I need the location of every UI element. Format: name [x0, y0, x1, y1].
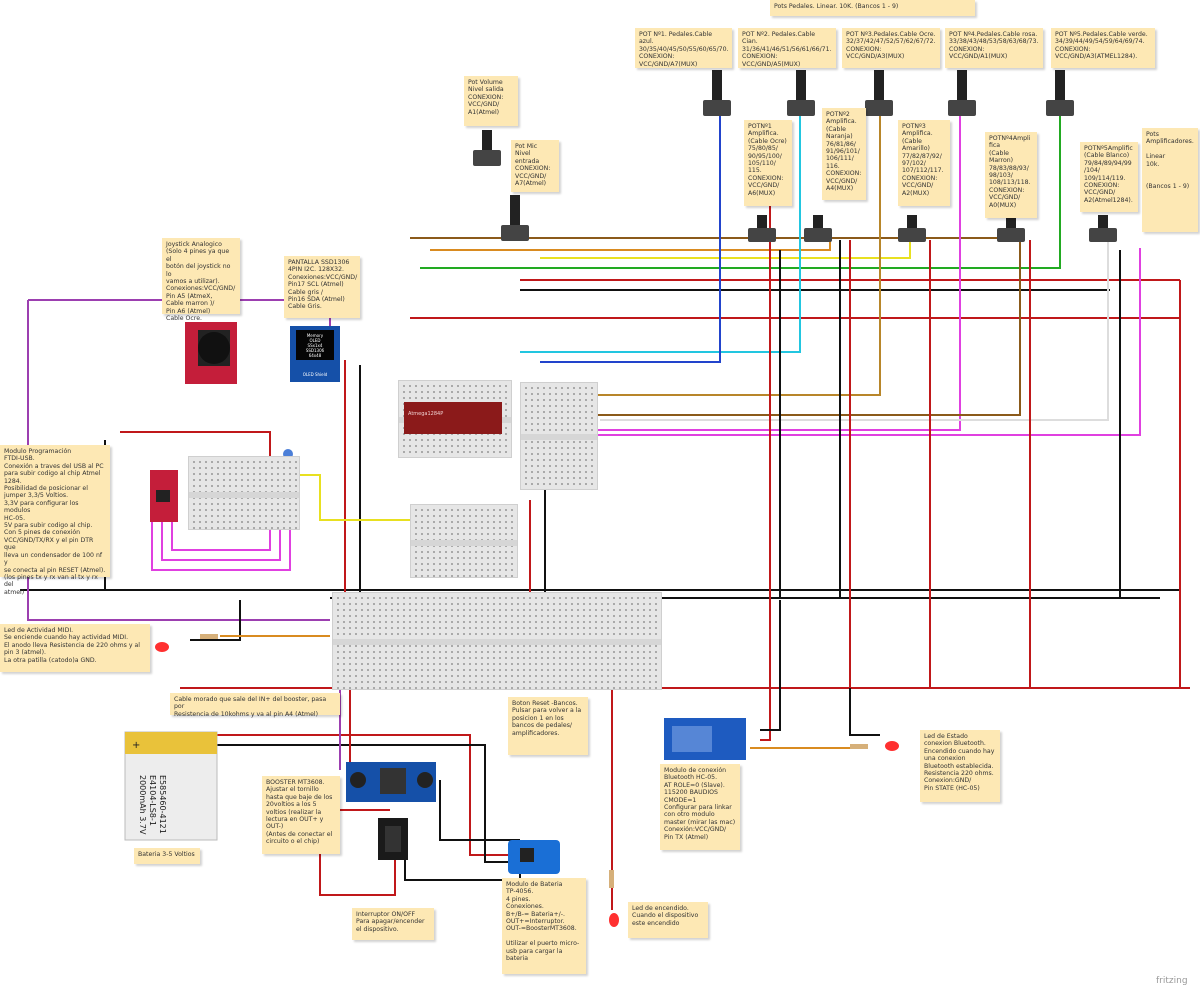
- svg-text:Memory: Memory: [307, 333, 324, 338]
- note-pot-mic: Pot Mic Nivel entrada CONEXION: VCC/GND/…: [511, 140, 559, 192]
- wire-ochre: [580, 115, 881, 396]
- wire-pink-2: [540, 248, 1141, 436]
- note-amp3: POTNº3 Amplifica. (Cable Amarillo) 77/82…: [898, 120, 950, 206]
- note-led-estado: Led de Estado conexion Bluetooth. Encend…: [920, 730, 1000, 802]
- tp4056-module: [508, 840, 560, 874]
- note-bluetooth: Modulo de conexión Bluetooth HC-05. AT R…: [660, 764, 740, 850]
- atmega-chip: Atmega1284P: [404, 402, 502, 434]
- fritzing-logo: fritzing: [1156, 976, 1188, 986]
- joystick-module: [185, 322, 237, 384]
- wire-cyan: [520, 115, 801, 353]
- wire-red-switch: [319, 809, 396, 896]
- note-amp5: POTNº5Amplific (Cable Blanco) 79/84/89/9…: [1080, 142, 1138, 212]
- svg-text:SSx1x4: SSx1x4: [308, 343, 323, 348]
- note-pots-amplificadores: Pots Amplificadores. Linear 10k. (Bancos…: [1142, 128, 1198, 232]
- breadboard-caps: [410, 504, 518, 578]
- wire-pink: [560, 115, 961, 431]
- note-pot-volume: Pot Volume Nivel salida CONEXION: VCC/GN…: [464, 76, 518, 126]
- note-reset: Boton Reset -Bancos. Pulsar para volver …: [508, 697, 588, 755]
- note-amp1: POTNº1 Amplifica. (Cable Ocre) 75/80/85/…: [744, 120, 792, 206]
- note-bateria: Bateria 3-5 Voltios: [134, 848, 200, 864]
- wire-black-bt: [760, 600, 781, 731]
- ftdi-module: [150, 470, 178, 522]
- wire-yellow-2: [290, 474, 410, 521]
- note-joystick: Joystick Analogico (Solo 4 pines ya que …: [162, 238, 240, 322]
- wire-red-bt: [760, 688, 771, 741]
- header-note: Pots Pedales. Linear. 10K. (Bancos 1 - 9…: [770, 0, 975, 16]
- wire-yellow: [540, 240, 911, 259]
- midi-led: [155, 634, 218, 652]
- wire-brown-2: [560, 240, 1021, 416]
- note-pantalla: PANTALLA SSD1306 4PIN I2C. 128X32. Conex…: [284, 256, 360, 318]
- svg-text:64x48: 64x48: [309, 353, 322, 358]
- svg-text:2000mAh 3.7V: 2000mAh 3.7V: [138, 775, 147, 835]
- note-cable-morado: Cable morado que sale del IN+ del booste…: [170, 693, 340, 718]
- svg-text:E585460-4121: E585460-4121: [158, 775, 167, 834]
- note-amp2: POTNº2 Amplifica. (Cable Naranja) 76/81/…: [822, 108, 866, 200]
- note-pot5: POT Nº5.Pedales.Cable verde. 34/39/44/49…: [1051, 28, 1155, 68]
- power-led: [609, 870, 619, 927]
- breadboard-mux: [520, 382, 598, 490]
- status-led: [850, 741, 899, 751]
- pedal-pots: [473, 70, 1117, 242]
- note-interruptor: Interruptor ON/OFF Para apagar/encender …: [352, 908, 434, 940]
- note-led-encendido: Led de encendido. Cuando el dispositivo …: [628, 902, 708, 938]
- battery: + E585460-4121 E4104-LS8-1 2000mAh 3.7V: [124, 731, 218, 841]
- hc05-bluetooth-module: [664, 718, 746, 760]
- breadboard-ftdi: [188, 456, 300, 530]
- wire-purple-2: [27, 300, 330, 621]
- svg-text:E4104-LS8-1: E4104-LS8-1: [148, 775, 157, 826]
- note-ftdi: Modulo Programación FTDI-USB. Conexión a…: [0, 445, 110, 596]
- wire-black-switch: [404, 840, 521, 881]
- note-led-midi: Led de Actividad MIDI. Se enciende cuand…: [0, 624, 150, 672]
- booster-module: [346, 762, 436, 802]
- svg-text:SSD1306: SSD1306: [306, 348, 325, 353]
- wire-blue: [540, 115, 721, 363]
- note-booster: BOOSTER MT3608. Ajustar el tornillo hast…: [262, 776, 340, 854]
- note-pot3: POT Nº3.Pedales.Cable Ocre. 32/37/42/47/…: [842, 28, 940, 68]
- breadboard-bottom: [332, 592, 662, 690]
- wire-black-booster: [439, 780, 520, 841]
- svg-text:OLED Shield: OLED Shield: [303, 372, 328, 377]
- wire-red-batt: [215, 734, 510, 856]
- wire-orange: [430, 240, 831, 251]
- svg-text:+: +: [132, 740, 140, 751]
- svg-text:OLED: OLED: [310, 338, 321, 343]
- note-pot1: POT Nº1. Pedales.Cable azul. 30/35/40/45…: [635, 28, 732, 68]
- oled-display: Memory OLED SSx1x4 SSD1306 64x48 OLED Sh…: [290, 326, 340, 382]
- wire-black-bt-led: [849, 688, 880, 736]
- note-modulo-bateria: Modulo de Bateria TP-4056. 4 pines. Cone…: [502, 878, 586, 974]
- note-amp4: POTNº4Ampli fica (Cable Marron) 78/83/88…: [985, 132, 1037, 218]
- on-off-switch: [378, 818, 408, 860]
- wire-green: [420, 115, 1061, 269]
- note-pot2: POT Nº2. Pedales.Cable Cian. 31/36/41/46…: [738, 28, 836, 68]
- note-pot4: POT Nº4.Pedales.Cable rosa. 33/38/43/48/…: [945, 28, 1043, 68]
- wire-black-midi: [190, 600, 241, 641]
